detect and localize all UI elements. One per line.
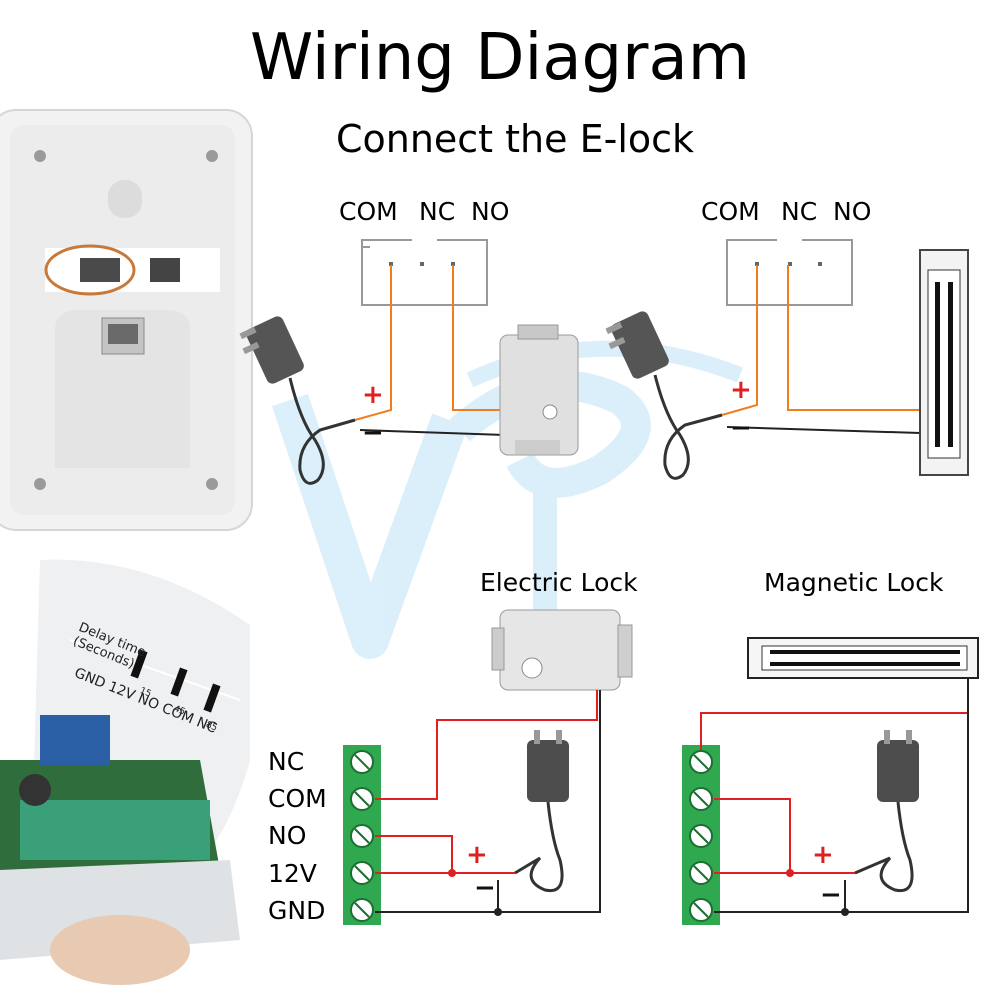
top-left-wires [354,265,506,436]
minus-sign: − [730,413,752,443]
terminal-label-no: NO [268,821,307,850]
minus-sign: − [362,418,384,448]
terminal-label-nc: NC [268,747,305,776]
plus-sign: + [466,840,488,870]
magnetic-lock-label: Magnetic Lock [764,568,944,597]
terminal-label-com: COM [268,784,327,813]
relay-label-no-right: NO [833,197,872,226]
minus-sign: − [474,873,496,903]
terminal-label-gnd: GND [268,896,326,925]
electric-lock-top [499,324,579,456]
relay-label-com-right: COM [701,197,760,226]
terminal-label-12v: 12V [268,859,317,888]
power-adapter-bottom-left [514,730,569,893]
relay-label-no-left: NO [471,197,510,226]
relay-label-nc-right: NC [781,197,818,226]
magnetic-lock-bottom [747,637,979,679]
relay-module-photo [0,559,250,985]
relay-label-com-left: COM [339,197,398,226]
top-right-wires [721,265,921,434]
power-adapter-top-right [605,311,723,480]
power-adapter-top-left [239,316,356,485]
plus-sign: + [730,375,752,405]
magnetic-lock-top [919,249,969,476]
relay-bracket-left [361,239,488,306]
minus-sign: − [820,880,842,910]
electric-lock-bottom [491,609,633,691]
page-subtitle: Connect the E-lock [335,117,695,161]
doorbell-back-panel [0,109,253,531]
terminal-block-right [682,745,720,925]
plus-sign: + [362,380,384,410]
terminal-block-left [343,745,381,925]
page-title: Wiring Diagram [249,21,751,95]
electric-lock-label: Electric Lock [480,568,638,597]
bottom-left-wires [375,690,601,913]
plus-sign: + [812,840,834,870]
bottom-right-wires [700,678,969,913]
relay-label-nc-left: NC [419,197,456,226]
relay-bracket-right [726,239,853,306]
power-adapter-bottom-right [854,730,919,893]
